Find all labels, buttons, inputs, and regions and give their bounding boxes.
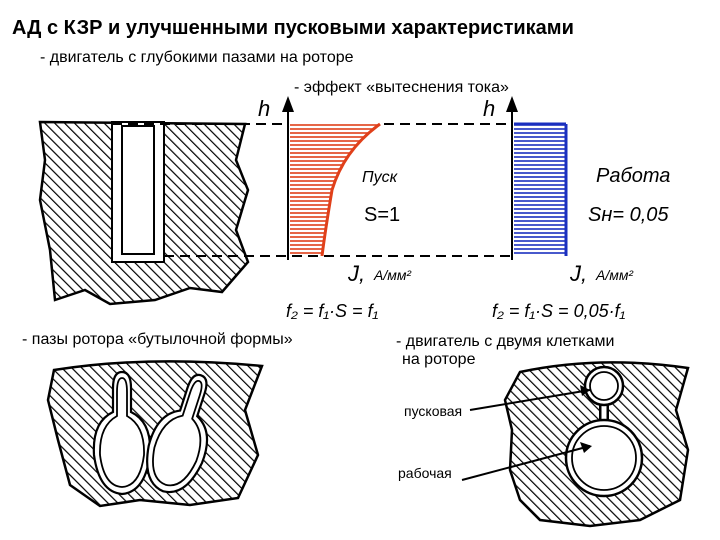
double-cage-rotor — [461, 361, 690, 528]
bottle-slot-2 — [146, 373, 209, 494]
bottle-slot-rotor — [46, 360, 264, 508]
work-label: Работа — [596, 165, 671, 187]
start-label: Пуск — [362, 169, 398, 186]
s-nominal: Sн= 0,05 — [588, 204, 669, 226]
double-cage-label-line1: - двигатель с двумя клетками — [396, 333, 615, 350]
current-density-unit-left: А/мм² — [374, 267, 412, 283]
formula-work: f₂ = f₁·S = 0,05·f₁ — [492, 301, 626, 321]
deep-slot-subtitle: - двигатель с глубокими пазами на роторе — [40, 49, 354, 66]
current-density-left: J, — [348, 261, 366, 286]
double-cage-label-line2: на роторе — [402, 351, 476, 368]
effect-label: - эффект «вытеснения тока» — [294, 79, 509, 96]
working-cage-label: рабочая — [398, 465, 452, 481]
height-label-right: h — [483, 96, 496, 121]
start-current-distribution — [282, 96, 381, 260]
starting-cage-label: пусковая — [404, 403, 463, 419]
dashed-guides — [112, 123, 512, 257]
current-density-right: J, — [570, 261, 588, 286]
work-current-distribution — [506, 96, 568, 260]
formula-start: f₂ = f₁·S = f₁ — [286, 301, 379, 321]
bottle-slots-label: - пазы ротора «бутылочной формы» — [22, 331, 293, 348]
page-title: АД с КЗР и улучшенными пусковыми характе… — [12, 17, 574, 39]
height-label-left: h — [258, 96, 271, 121]
deep-slot-rotor — [38, 120, 250, 306]
s-start: S=1 — [364, 204, 401, 226]
current-density-unit-right: А/мм² — [596, 267, 634, 283]
